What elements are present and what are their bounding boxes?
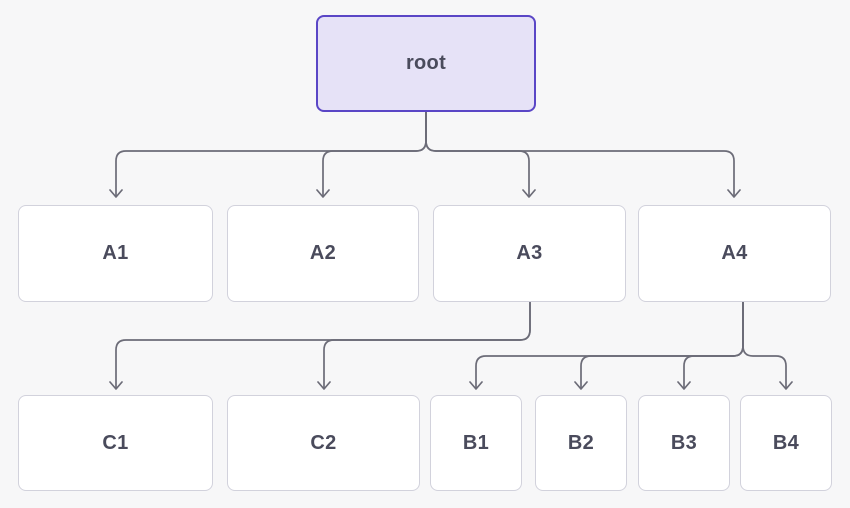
node-b4: B4: [740, 395, 832, 491]
node-b1: B1: [430, 395, 522, 491]
node-c2: C2: [227, 395, 420, 491]
node-root: root: [316, 15, 536, 112]
edge-root-a1: [109, 112, 427, 198]
node-a4: A4: [638, 205, 831, 302]
node-a3: A3: [433, 205, 626, 302]
edge-a3-c1: [109, 302, 531, 390]
node-a1: A1: [18, 205, 213, 302]
edge-a4-b1: [469, 302, 744, 390]
edge-a3-c2: [317, 302, 531, 390]
node-b3: B3: [638, 395, 730, 491]
edge-a4-b4: [742, 302, 793, 390]
edge-root-a3: [425, 112, 536, 198]
edge-a4-b3: [677, 302, 744, 390]
edge-root-a4: [425, 112, 741, 198]
node-b2: B2: [535, 395, 627, 491]
node-a2: A2: [227, 205, 419, 302]
edge-root-a2: [316, 112, 427, 198]
node-c1: C1: [18, 395, 213, 491]
edge-a4-b2: [574, 302, 744, 390]
